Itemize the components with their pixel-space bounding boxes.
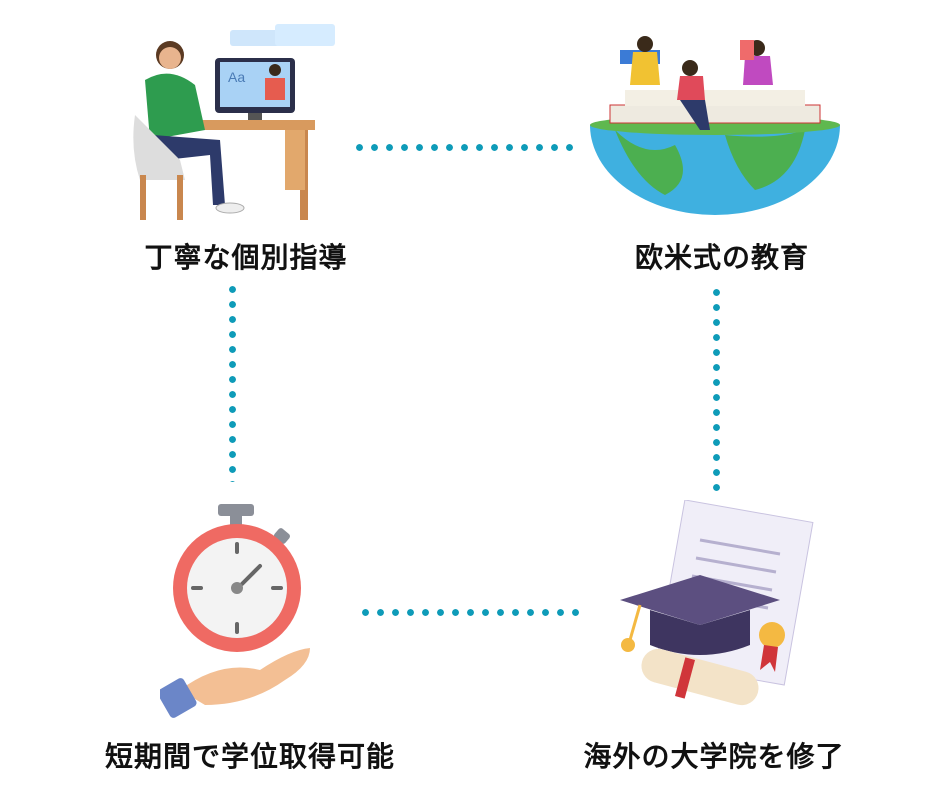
connector-left <box>229 282 236 482</box>
label-graduate-overseas: 海外の大学院を修了 <box>583 740 845 773</box>
stopwatch-hand-icon <box>160 504 310 718</box>
label-individual-tutoring: 丁寧な個別指導 <box>144 241 348 274</box>
label-short-term-degree: 短期間で学位取得可能 <box>104 740 396 773</box>
graduation-diploma-icon <box>620 500 814 706</box>
svg-text:Aa: Aa <box>228 69 245 85</box>
connector-right <box>713 285 720 493</box>
connector-top <box>352 144 578 151</box>
label-western-education: 欧米式の教育 <box>634 241 810 274</box>
online-tutor-icon: Aa <box>133 24 335 220</box>
globe-books-icon <box>590 36 840 215</box>
connector-bottom <box>358 609 584 616</box>
